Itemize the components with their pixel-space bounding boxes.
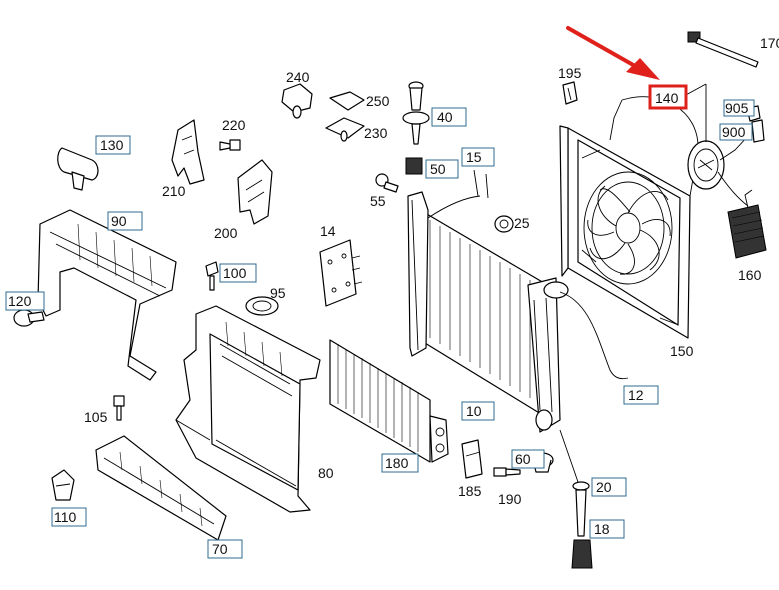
clip-120: [13, 309, 45, 327]
condenser-180: [329, 339, 449, 463]
label-220: 220: [222, 117, 246, 133]
label-150: 150: [670, 343, 694, 359]
label-130: 130: [100, 137, 124, 153]
label-900: 900: [722, 124, 746, 140]
label-50: 50: [430, 161, 446, 177]
cable-tie-170: [687, 31, 759, 68]
grommet-130: [57, 147, 99, 191]
label-190: 190: [498, 491, 522, 507]
label-10: 10: [466, 403, 482, 419]
radiator-10: [407, 191, 629, 433]
lower-frame-80: [175, 305, 321, 513]
label-70: 70: [212, 541, 228, 557]
fan-motor: [687, 124, 753, 207]
label-185: 185: [458, 483, 482, 499]
label-250: 250: [366, 93, 390, 109]
part-50: [405, 157, 423, 175]
control-module-160: [727, 189, 767, 259]
label-210: 210: [162, 183, 186, 199]
label-110: 110: [54, 509, 77, 525]
bracket-200: [237, 159, 273, 225]
callout-labels: 130 90 120 100 40 50 15 10 180 60 12 20 …: [5, 84, 755, 559]
label-230: 230: [364, 125, 388, 141]
label-55: 55: [370, 193, 386, 209]
label-905: 905: [725, 100, 749, 116]
fan-shroud-150: [559, 96, 699, 339]
highlight-arrow: [566, 26, 660, 80]
sensor-40: [402, 81, 430, 145]
label-170: 170: [760, 35, 779, 51]
label-95: 95: [270, 285, 286, 301]
label-25: 25: [514, 215, 530, 231]
mounts-240-250-230: [281, 83, 365, 142]
label-240: 240: [286, 69, 310, 85]
label-90: 90: [111, 213, 127, 229]
screw-55: [375, 173, 399, 193]
upper-frame-90: [37, 209, 177, 381]
screw-105: [113, 395, 125, 421]
plain-labels: 170 195 160 150 240 250 230 220 210 55 2…: [84, 35, 779, 507]
drain-plug-20-18: [559, 429, 593, 569]
label-120: 120: [8, 293, 32, 309]
label-40: 40: [437, 109, 453, 125]
label-12: 12: [628, 387, 644, 403]
cap-25: [494, 215, 514, 233]
label-160: 160: [738, 267, 762, 283]
label-60: 60: [515, 451, 531, 467]
bracket-14: [319, 239, 363, 307]
label-105: 105: [84, 409, 108, 425]
bracket-210: [171, 119, 205, 185]
label-200: 200: [214, 225, 238, 241]
label-20: 20: [596, 479, 612, 495]
fitting-185: [461, 439, 483, 479]
hose-15: [427, 169, 489, 219]
bolt-190: [493, 467, 521, 477]
label-15: 15: [466, 149, 482, 165]
label-80: 80: [318, 465, 334, 481]
clip-195: [562, 81, 578, 105]
label-18: 18: [594, 521, 610, 537]
label-180: 180: [385, 455, 409, 471]
label-14: 14: [320, 223, 336, 239]
screw-100: [205, 261, 219, 291]
ring-95: [245, 296, 279, 316]
clip-110: [51, 469, 75, 501]
label-100: 100: [223, 265, 247, 281]
air-guide-70: [95, 435, 227, 541]
label-140: 140: [655, 90, 679, 106]
screw-220: [219, 139, 241, 151]
label-195: 195: [558, 65, 582, 81]
